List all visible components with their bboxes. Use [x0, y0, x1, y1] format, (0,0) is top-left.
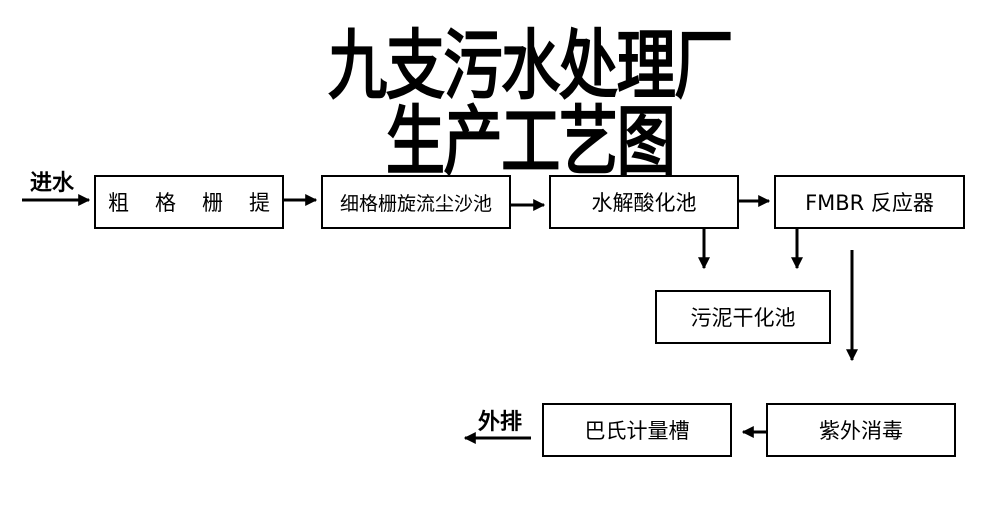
fine-screen-grit-chamber-box: 细格栅旋流尘沙池 [321, 175, 511, 229]
hydrolysis-acidification-box: 水解酸化池 [549, 175, 739, 229]
diagram-title: 九支污水处理厂生产工艺图 [327, 21, 734, 186]
coarse-screen-box: 粗格栅提 [94, 175, 284, 229]
outlet-label: 外排 [478, 410, 523, 435]
parshall-flume-box: 巴氏计量槽 [542, 403, 732, 457]
inlet-label: 进水 [30, 171, 75, 196]
fmbr-reactor-box: FMBR 反应器 [774, 175, 965, 229]
sludge-drying-box: 污泥干化池 [655, 290, 831, 344]
uv-disinfection-box: 紫外消毒 [766, 403, 956, 457]
